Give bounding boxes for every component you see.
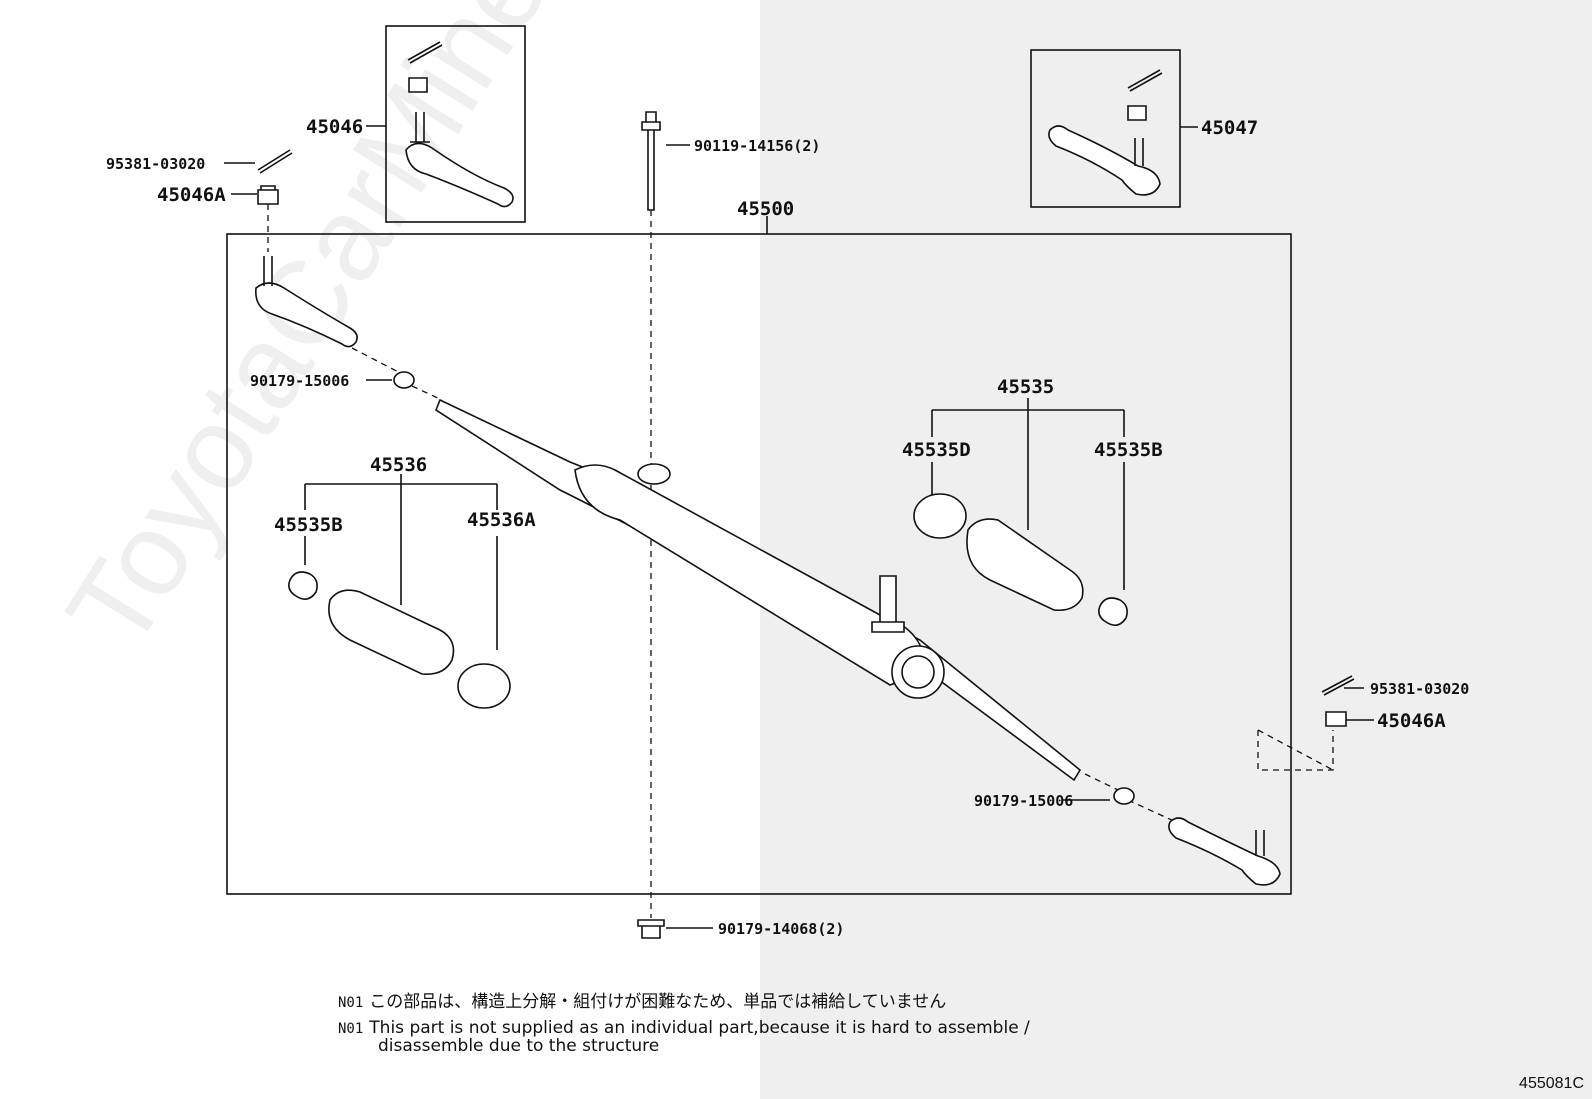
inset-tie-rod-end-icon — [405, 112, 514, 208]
inset-cotter-pin-icon-right — [1127, 69, 1163, 92]
label-45046a-right: 45046A — [1377, 710, 1446, 732]
label-45535b-left: 45535B — [274, 514, 343, 536]
castle-nut-icon — [257, 185, 279, 205]
note-text: この部品は、構造上分解・組付けが困難なため、単品では補給していません — [369, 992, 947, 1012]
clamp-large-right-icon — [913, 493, 967, 539]
label-45046: 45046 — [306, 116, 363, 138]
label-mount-nut: 90179-14068(2) — [718, 920, 844, 938]
lock-nut-left-icon — [393, 371, 415, 389]
mount-boss-icon — [637, 463, 671, 485]
figure-number: 455081C — [1519, 1075, 1584, 1092]
inset-nut-icon-right — [1127, 105, 1147, 121]
label-lock-nut-left: 90179-15006 — [250, 372, 349, 390]
label-45535: 45535 — [997, 376, 1054, 398]
boot-left-icon — [328, 589, 455, 676]
mount-nut-icon — [637, 919, 665, 939]
inset-tie-rod-end-icon-right — [1048, 125, 1161, 196]
label-95381-top: 95381-03020 — [106, 155, 205, 173]
shaded-background — [760, 0, 1592, 1099]
cotter-pin-right-icon — [1321, 675, 1355, 696]
inset-nut-icon — [408, 77, 428, 93]
label-45536: 45536 — [370, 454, 427, 476]
note-japanese: N01 この部品は、構造上分解・組付けが困難なため、単品では補給していません — [338, 987, 946, 1012]
bolt-icon — [641, 111, 661, 211]
pinion-shaft-icon — [871, 575, 905, 633]
label-45535b-right: 45535B — [1094, 439, 1163, 461]
boot-right-icon — [966, 518, 1084, 612]
tie-rod-end-right-icon — [1168, 817, 1281, 886]
label-45500: 45500 — [737, 198, 794, 220]
inset-cotter-pin-icon — [407, 41, 443, 64]
label-45046a-top: 45046A — [157, 184, 226, 206]
label-45047: 45047 — [1201, 117, 1258, 139]
rack-housing-icon — [574, 464, 921, 686]
clamp-small-right-icon — [1098, 597, 1128, 626]
clamp-large-left-icon — [457, 663, 511, 709]
note-english: N01 This part is not supplied as an indiv… — [338, 1018, 1030, 1038]
label-95381-right: 95381-03020 — [1370, 680, 1469, 698]
note-tag: N01 — [338, 1021, 364, 1037]
castle-nut-right-icon — [1325, 711, 1347, 727]
tie-rod-end-left-icon — [255, 256, 358, 348]
note-english-line2: disassemble due to the structure — [378, 1036, 660, 1056]
label-45536a: 45536A — [467, 509, 536, 531]
note-tag: N01 — [338, 995, 364, 1011]
assembly-frame — [226, 233, 1292, 895]
label-lock-nut-right: 90179-15006 — [974, 792, 1073, 810]
clamp-small-left-icon — [288, 571, 318, 600]
inset-box-45047 — [1030, 49, 1181, 208]
inset-box-45046 — [385, 25, 526, 223]
lock-nut-right-icon — [1113, 787, 1135, 805]
note-text: This part is not supplied as an individu… — [369, 1018, 1030, 1038]
label-bolt: 90119-14156(2) — [694, 137, 820, 155]
label-45535d: 45535D — [902, 439, 971, 461]
cotter-pin-icon — [257, 149, 293, 174]
